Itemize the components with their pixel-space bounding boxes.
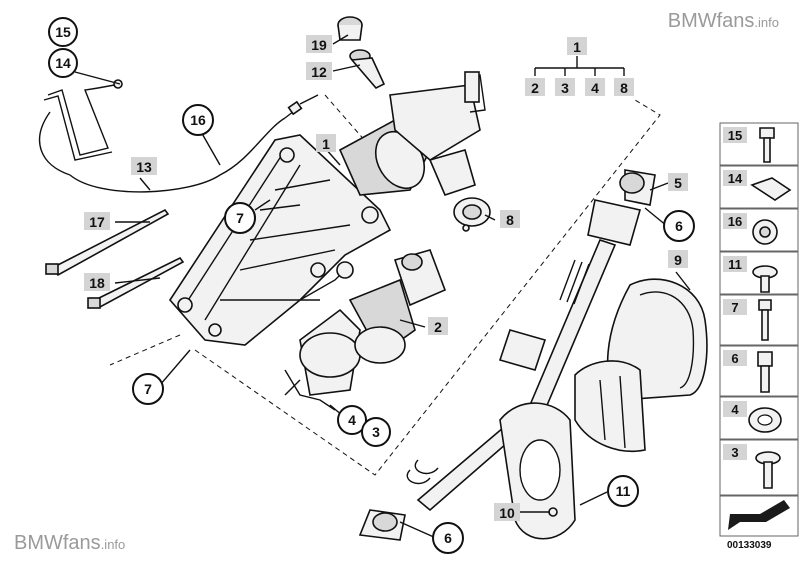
svg-text:13: 13 [136,159,152,175]
callout-10[interactable]: 10 [494,503,520,521]
svg-text:6: 6 [444,530,452,546]
legend-item-15[interactable]: 15 [723,127,775,163]
callout-19[interactable]: 19 [306,35,332,53]
svg-text:3: 3 [372,424,380,440]
watermark-top: BMWfans.info [668,10,779,33]
legend-item-14[interactable]: 14 [723,170,792,201]
callout-17[interactable]: 17 [84,212,110,230]
svg-text:14: 14 [55,55,71,71]
svg-text:15: 15 [55,24,71,40]
assembly-dashed-outline [109,94,661,476]
svg-text:1: 1 [322,136,330,152]
steering-column-housing [168,71,486,346]
adjustment-motor-assembly [284,249,447,411]
callout-3[interactable]: 3 [361,417,391,447]
svg-text:15: 15 [728,128,742,143]
callout-7-upper[interactable]: 7 [224,202,256,234]
group-item-label: 8 [620,80,628,96]
svg-text:2: 2 [434,319,442,335]
svg-text:16: 16 [190,112,206,128]
callout-14[interactable]: 14 [48,48,78,78]
svg-text:3: 3 [731,445,738,460]
legend-item-4[interactable]: 4 [723,401,782,433]
callout-13[interactable]: 13 [131,157,157,175]
svg-text:12: 12 [311,64,327,80]
diagram-number: 00133039 [727,540,772,551]
svg-text:10: 10 [499,505,515,521]
callout-4[interactable]: 4 [337,405,367,435]
watermark-bottom: BMWfans.info [14,532,125,555]
legend-item-16[interactable]: 16 [723,213,778,245]
svg-text:7: 7 [144,381,152,397]
callout-15[interactable]: 15 [48,17,78,47]
callout-2[interactable]: 2 [428,317,448,335]
callout-5[interactable]: 5 [668,173,688,191]
svg-text:5: 5 [674,175,682,191]
cap-part-19 [337,16,363,41]
callout-16[interactable]: 16 [182,104,214,136]
callout-1[interactable]: 1 [316,134,336,152]
group-item-label: 2 [531,80,539,96]
legend-item-3[interactable]: 3 [723,444,781,489]
svg-text:4: 4 [348,412,356,428]
callout-18[interactable]: 18 [84,273,110,291]
leader-lines [74,34,691,539]
legend-item-6[interactable]: 6 [723,350,773,393]
watermark-suffix: .info [100,537,126,552]
small-parts-legend: 15 14 16 11 7 6 [719,122,799,537]
svg-text:17: 17 [89,214,105,230]
group-root-label: 1 [573,39,581,55]
legend-item-11[interactable]: 11 [723,256,778,293]
legend-item-7[interactable]: 7 [723,299,772,341]
svg-text:19: 19 [311,37,327,53]
group-tree: 1 2 3 4 8 [525,37,634,96]
group-item-label: 4 [591,80,599,96]
svg-text:18: 18 [89,275,105,291]
watermark-suffix: .info [754,15,779,30]
svg-text:9: 9 [674,252,682,268]
svg-text:4: 4 [731,402,739,417]
callout-6-bottom[interactable]: 6 [432,522,464,554]
bolt-part-12 [349,49,386,89]
group-item-label: 3 [561,80,569,96]
callout-6-right[interactable]: 6 [663,210,695,242]
svg-text:11: 11 [616,483,631,499]
callout-9[interactable]: 9 [668,250,688,268]
cable-tie-18 [87,256,185,309]
svg-text:7: 7 [731,300,738,315]
shaft-boot-part-9 [574,278,708,452]
callout-7-lower[interactable]: 7 [132,373,164,405]
watermark-brand: BMWfans [14,532,101,554]
bracket-clip-part [39,79,123,176]
svg-text:6: 6 [675,218,683,234]
cable-tie-17 [45,208,170,277]
arrow-icon [728,500,790,530]
group-root-label-box [567,37,587,55]
svg-text:11: 11 [728,257,742,272]
svg-text:16: 16 [728,214,742,229]
watermark-brand: BMWfans [667,10,755,32]
svg-text:6: 6 [731,351,738,366]
svg-text:7: 7 [236,210,244,226]
svg-text:8: 8 [506,212,514,228]
callout-8[interactable]: 8 [500,210,520,228]
callout-11[interactable]: 11 [607,475,639,507]
cable-part [69,94,319,193]
callout-12[interactable]: 12 [306,62,332,80]
bearing-part-8 [453,197,491,232]
svg-text:14: 14 [728,171,743,186]
